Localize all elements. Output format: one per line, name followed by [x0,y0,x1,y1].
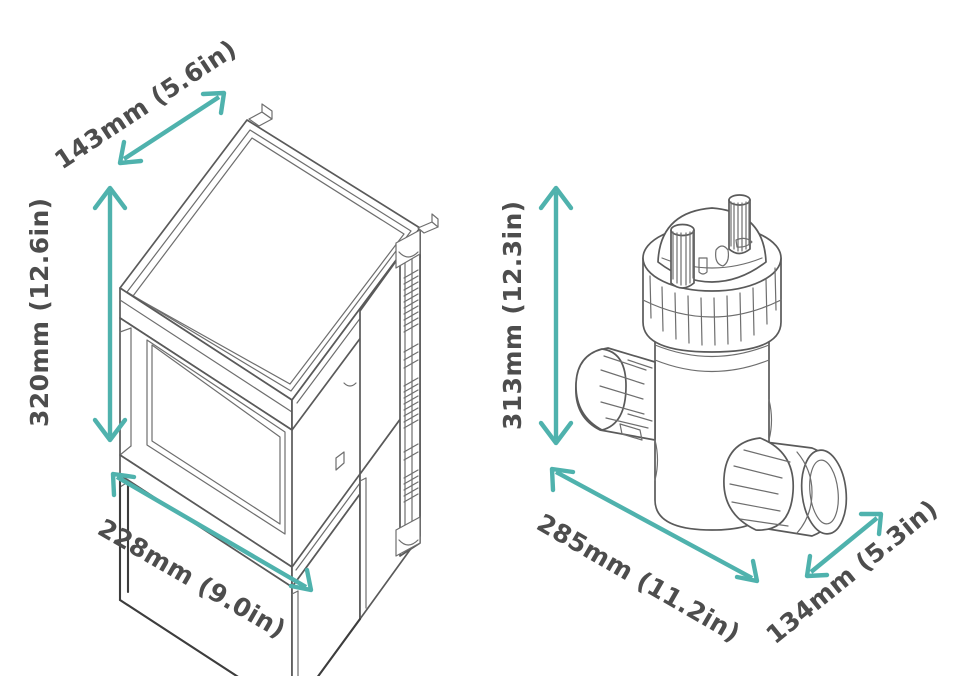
union-right-ribs [729,449,791,527]
arrow-cell-length-head-end [734,558,760,584]
vent-slots [403,269,419,503]
arrow-box-width-head-start [110,471,137,498]
union-left-ribs [599,355,649,429]
dimension-cell-height: 313mm (12.3in) [498,185,574,446]
arrow-cell-height-head-bottom [538,420,574,446]
arrow-cell-length-line [554,470,754,580]
control-box-accent-edges [118,473,362,676]
control-box-upper-panel [119,317,293,568]
arrow-cell-height-head-top [538,185,574,211]
chlorinator-cell-drawing [575,194,848,537]
dimension-box-height: 320mm (12.6in) [25,185,128,443]
cell-terminal-posts [670,194,751,289]
cell-union-left [575,347,656,441]
arrow-box-depth-head-start [117,139,144,166]
cell-accents [654,399,773,481]
label-cell-height: 313mm (12.3in) [498,201,527,431]
control-box-vent-flange [395,213,439,557]
control-box-latch-details [335,382,357,471]
arrow-cell-length-head-start [549,466,576,493]
cell-union-right [723,437,848,537]
label-box-height: 320mm (12.6in) [25,198,54,428]
arrow-cell-depth-head-end [858,511,884,537]
arrow-cell-depth-head-start [804,553,830,579]
arrow-box-depth-head-end [200,90,227,116]
control-box-lower-door [119,474,361,676]
arrow-box-height-head-bottom [92,417,128,443]
arrow-cell-depth-line [809,516,879,574]
arrow-box-depth-line [122,95,221,161]
arrow-box-width-line [115,475,308,589]
arrow-box-width-head-end [288,567,314,593]
cap-ribs [649,267,777,346]
cell-lid-markings [698,237,753,275]
arrow-box-height-head-top [92,185,128,211]
